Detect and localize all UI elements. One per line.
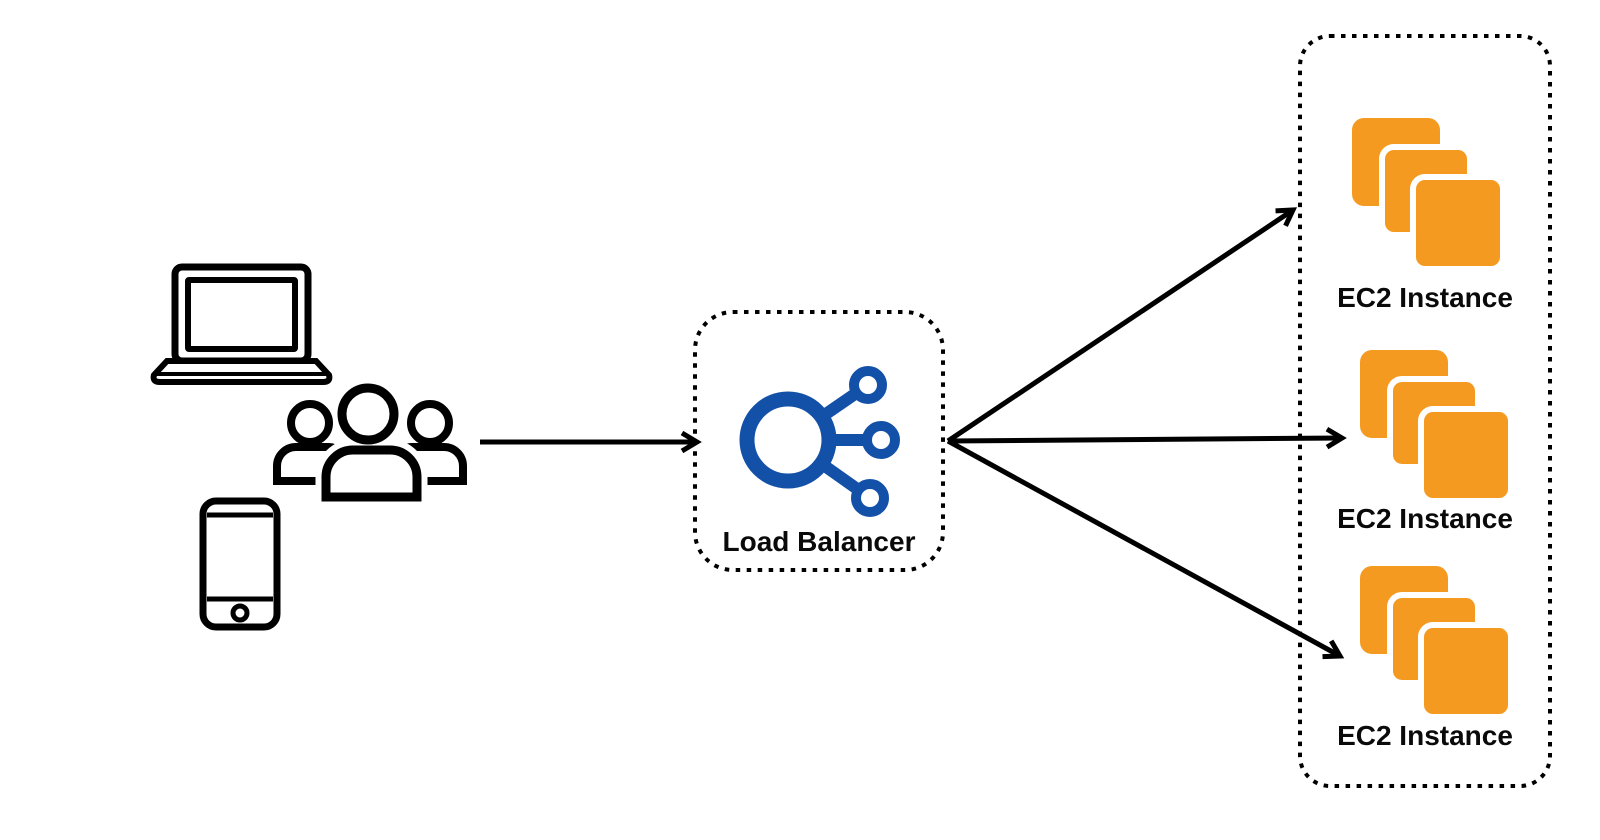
ec2-label-1: EC2 Instance bbox=[1337, 282, 1513, 313]
ec2-node-3: EC2 Instance bbox=[1337, 566, 1514, 751]
phone-home-button bbox=[230, 603, 250, 623]
lb-hub-circle bbox=[739, 391, 837, 489]
ec2-stack-icon bbox=[1352, 118, 1506, 272]
arrows-group bbox=[480, 207, 1347, 660]
ec2-group: EC2 Instance EC2 Instance EC2 Instance bbox=[1298, 34, 1552, 788]
user-center-body bbox=[321, 445, 422, 502]
phone-outline bbox=[199, 497, 281, 631]
arrow-lb-to-ec2-2 bbox=[947, 426, 1347, 450]
lb-target-circle-bottom bbox=[851, 479, 889, 517]
ec2-card-front bbox=[1410, 174, 1506, 272]
load-balancer-node: Load Balancer bbox=[693, 310, 945, 572]
users-group-icon bbox=[273, 380, 467, 508]
laptop-icon bbox=[150, 263, 333, 385]
ec2-stack-icon bbox=[1360, 350, 1514, 504]
arrow-lb-to-ec2-3 bbox=[946, 438, 1345, 660]
load-balancer-label: Load Balancer bbox=[723, 526, 916, 557]
laptop-base bbox=[150, 358, 333, 385]
laptop-screen-inner bbox=[185, 277, 298, 352]
ec2-label-2: EC2 Instance bbox=[1337, 503, 1513, 534]
lb-target-circle-top bbox=[849, 366, 887, 404]
ec2-label-3: EC2 Instance bbox=[1337, 720, 1513, 751]
user-right-head bbox=[407, 400, 453, 446]
ec2-node-2: EC2 Instance bbox=[1337, 350, 1514, 534]
ec2-card-front bbox=[1418, 622, 1514, 720]
ec2-stack-icon bbox=[1360, 566, 1514, 720]
lb-target-circle-middle bbox=[862, 421, 900, 459]
ec2-node-1: EC2 Instance bbox=[1337, 118, 1513, 313]
arrow-lb-to-ec2-1 bbox=[946, 207, 1298, 444]
user-left-head bbox=[287, 400, 333, 446]
load-balancer-icon bbox=[739, 366, 900, 517]
user-center-head bbox=[337, 383, 399, 445]
ec2-card-front bbox=[1418, 406, 1514, 504]
smartphone-icon bbox=[199, 497, 281, 631]
clients-group bbox=[150, 263, 467, 631]
